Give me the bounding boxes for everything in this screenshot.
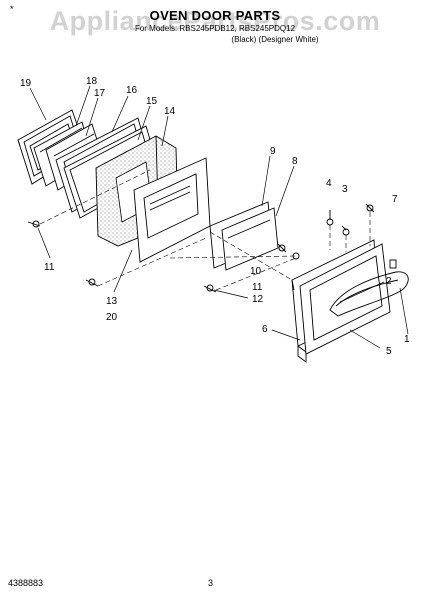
callout-18: 18 bbox=[86, 76, 98, 87]
part-1-door-handle bbox=[329, 271, 409, 317]
document-number: 4388883 bbox=[8, 578, 44, 588]
watermark: AppliancePartsPros.com bbox=[49, 6, 381, 36]
screw-10 bbox=[277, 243, 287, 253]
page-title: OVEN DOOR PARTS bbox=[149, 8, 281, 23]
page-mark: * bbox=[10, 4, 14, 14]
leader-lines bbox=[29, 85, 409, 349]
callout-16: 16 bbox=[126, 85, 138, 96]
callout-15: 15 bbox=[146, 96, 158, 107]
model-list: For Models: RBS245PDB12, RBS245PDQ12 bbox=[134, 24, 296, 33]
callout-12: 12 bbox=[252, 294, 264, 305]
callout-9: 9 bbox=[270, 146, 276, 157]
screw-11-left bbox=[27, 220, 41, 228]
callout-1: 1 bbox=[404, 334, 410, 345]
screw-4 bbox=[326, 210, 334, 226]
screw-12 bbox=[203, 284, 217, 293]
callout-7: 7 bbox=[392, 194, 398, 205]
callout-8: 8 bbox=[292, 156, 298, 167]
page-number: 3 bbox=[208, 578, 214, 588]
callout-2: 2 bbox=[386, 276, 392, 287]
callout-5: 5 bbox=[386, 346, 392, 357]
callout-20: 20 bbox=[106, 312, 118, 323]
callout-4: 4 bbox=[326, 178, 332, 189]
callout-3: 3 bbox=[342, 184, 348, 195]
clip-2 bbox=[389, 259, 397, 269]
callout-10: 10 bbox=[250, 266, 262, 277]
callout-11-right: 11 bbox=[252, 282, 263, 293]
part-8-window-glass bbox=[221, 207, 279, 271]
callout-13: 13 bbox=[106, 296, 118, 307]
callout-6: 6 bbox=[262, 324, 268, 335]
screw-13-left bbox=[85, 278, 99, 287]
color-list: (Black) (Designer White) bbox=[231, 35, 319, 44]
screw-7 bbox=[365, 203, 375, 213]
callout-labels: 19 18 17 16 15 14 9 8 4 3 7 2 1 5 6 10 1… bbox=[20, 76, 410, 357]
callout-14: 14 bbox=[164, 106, 176, 117]
callout-17: 17 bbox=[94, 88, 106, 99]
callout-11-left: 11 bbox=[44, 262, 55, 273]
callout-19: 19 bbox=[20, 78, 32, 89]
assembly-guide-lines bbox=[39, 169, 371, 291]
screw-3 bbox=[341, 225, 350, 236]
